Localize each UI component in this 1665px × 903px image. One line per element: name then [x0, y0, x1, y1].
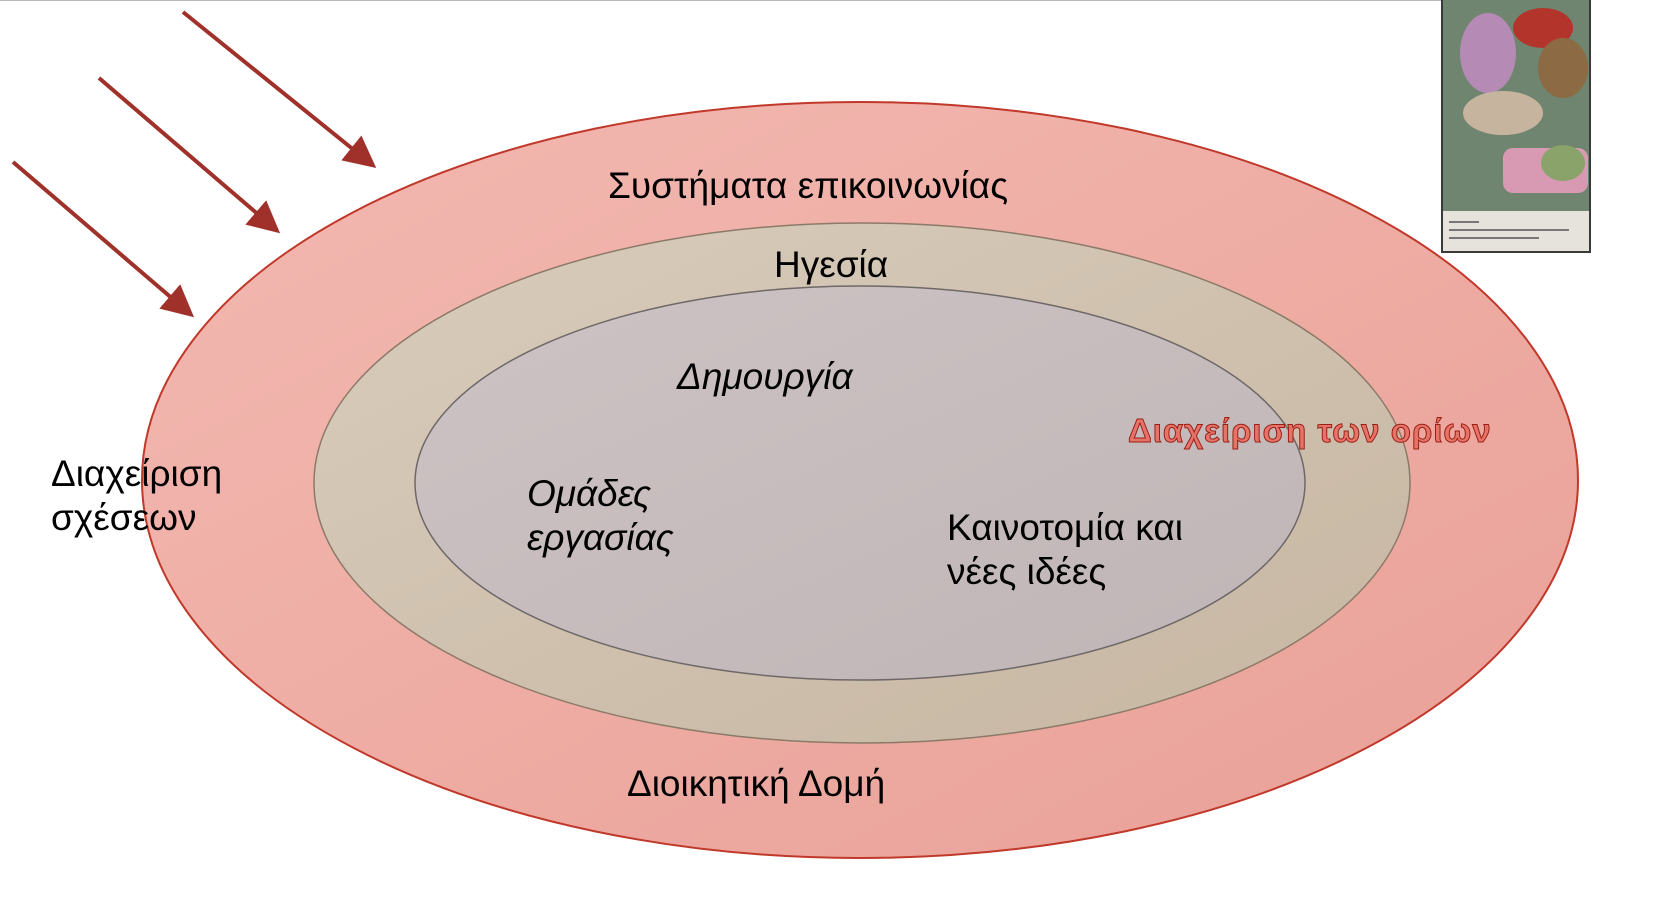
label-administrative-structure: Διοικητική Δομή [627, 763, 886, 804]
cartoon-thumbnail [1441, 0, 1591, 253]
label-relationship-management: Διαχείριση σχέσεων [51, 453, 223, 538]
inner-ellipse [414, 285, 1306, 681]
arrow-icon [97, 76, 281, 234]
label-work-teams: Ομάδες εργασίας [527, 473, 674, 558]
arrow-icon [11, 160, 195, 318]
label-leadership: Ηγεσία [774, 244, 889, 285]
label-creation: Δημουργία [677, 356, 853, 397]
label-boundary-management: Διαχείριση των ορίων [1128, 412, 1492, 450]
label-innovation-new-ideas: Καινοτομία και νέες ιδέες [947, 507, 1183, 592]
top-rule [0, 0, 1520, 1]
arrow-icon [181, 10, 377, 169]
label-communication-systems: Συστήματα επικοινωνίας [608, 165, 1009, 206]
